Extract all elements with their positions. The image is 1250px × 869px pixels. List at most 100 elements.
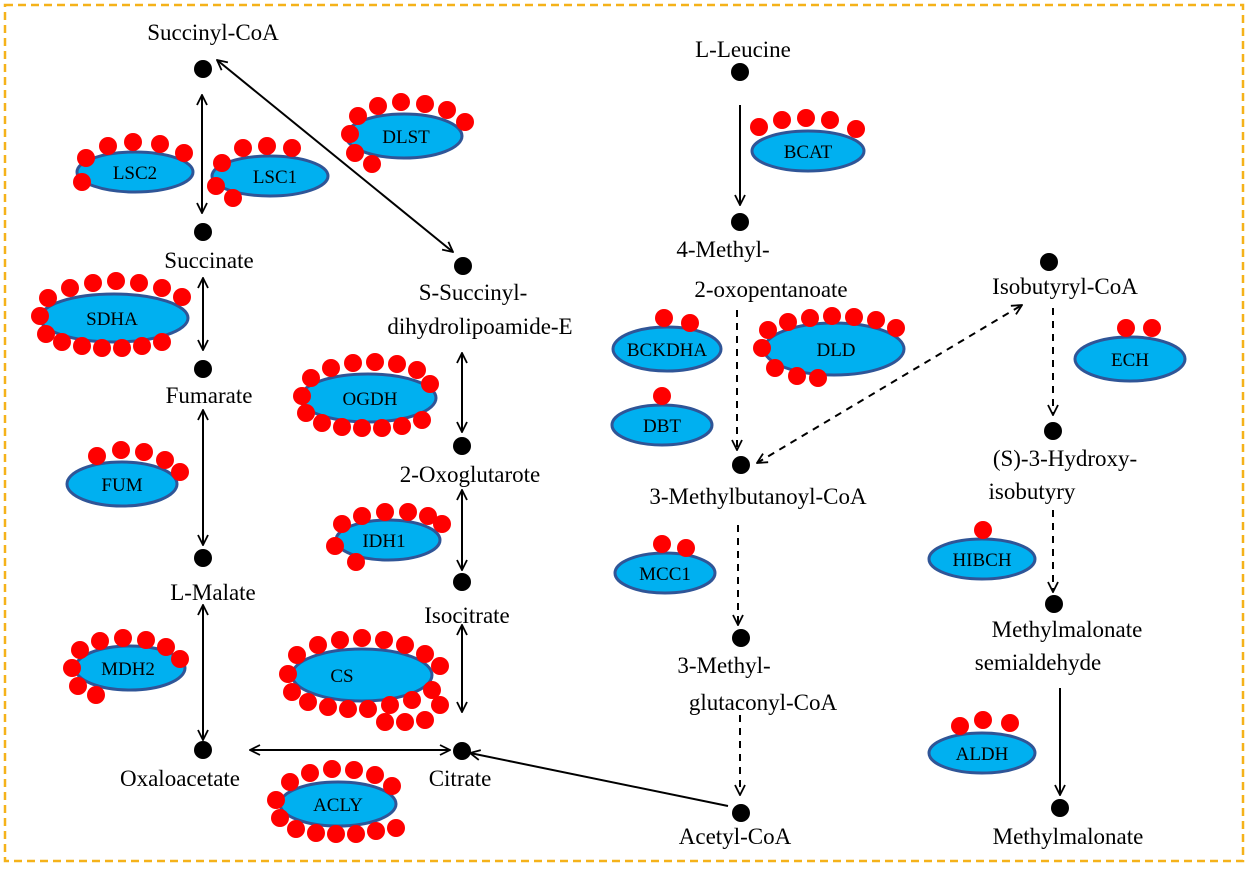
label-methyl-oxo-line2: 2-oxopentanoate	[694, 277, 847, 302]
node-methylmalonate	[1051, 799, 1069, 817]
diagram-border	[3, 3, 1245, 863]
enzyme-label-lsc2: LSC2	[113, 163, 157, 184]
enzyme-body	[75, 150, 195, 194]
enzyme-label-sdha: SDHA	[86, 309, 138, 330]
enzyme-label-bcat: BCAT	[784, 142, 833, 163]
site-dots	[88, 441, 189, 481]
label-l-malate: L-Malate	[170, 580, 256, 605]
site-dots	[63, 629, 189, 704]
node-methyl-oxo	[731, 213, 749, 231]
site-dots	[207, 137, 301, 207]
enzyme-label-bckdha: BCKDHA	[627, 340, 708, 361]
site-dots	[951, 711, 1019, 735]
enzyme-mcc1: MCC1	[613, 535, 717, 595]
enzyme-bcat: BCAT	[750, 109, 866, 173]
enzyme-label-lsc1: LSC1	[253, 167, 297, 188]
enzyme-dld: DLD	[753, 307, 906, 387]
enzyme-cs: CS	[279, 629, 449, 731]
enzyme-body	[613, 551, 717, 595]
arrow-acetylcoa-citrate	[470, 753, 729, 807]
enzyme-body	[65, 460, 179, 508]
site-dots	[753, 307, 905, 387]
node-succinate	[194, 223, 212, 241]
enzyme-bckdha: BCKDHA	[611, 309, 723, 373]
label-methyl-oxo-line1: 4-Methyl-	[676, 237, 769, 262]
label-mms-line1: Methylmalonate	[992, 617, 1143, 642]
node-hydroxy	[1044, 422, 1062, 440]
enzyme-dbt: DBT	[610, 387, 714, 447]
node-isobutyryl	[1040, 253, 1058, 271]
enzyme-body	[750, 129, 866, 173]
enzyme-lsc2: LSC2	[73, 133, 195, 194]
label-methylmalonate: Methylmalonate	[993, 824, 1144, 849]
label-s-succinyl-line1: S-Succinyl-	[419, 280, 528, 305]
enzyme-ogdh: OGDH	[293, 353, 439, 437]
enzyme-ech: ECH	[1073, 319, 1187, 383]
node-l-malate	[194, 549, 212, 567]
node-oxaloacetate	[194, 741, 212, 759]
label-succinyl-coa: Succinyl-CoA	[147, 20, 279, 45]
label-s-succinyl-line2: dihydrolipoamide-E	[387, 314, 572, 339]
enzyme-body	[611, 325, 723, 373]
label-oxoglutarate: 2-Oxoglutarote	[400, 462, 541, 487]
node-methylglut	[732, 629, 750, 647]
enzyme-acly: ACLY	[267, 760, 405, 843]
enzyme-body	[1073, 335, 1187, 383]
label-citrate: Citrate	[429, 766, 492, 791]
node-oxoglutarate	[453, 437, 471, 455]
site-dots	[750, 109, 865, 138]
site-dots	[31, 272, 191, 357]
node-fumarate	[194, 360, 212, 378]
node-mms	[1045, 595, 1063, 613]
arrow-succinylcoa-ssuccinyl	[217, 60, 453, 252]
site-dots	[653, 535, 695, 557]
label-fumarate: Fumarate	[166, 383, 253, 408]
site-dots	[293, 353, 439, 437]
enzyme-label-acly: ACLY	[313, 795, 363, 816]
node-succinyl-coa	[194, 60, 212, 78]
node-isocitrate	[453, 573, 471, 591]
metabolite-labels: Succinyl-CoA Succinate Fumarate L-Malate…	[120, 20, 1143, 849]
enzyme-label-fum: FUM	[101, 475, 142, 496]
enzyme-label-mdh2: MDH2	[101, 659, 155, 680]
enzyme-label-dld: DLD	[816, 340, 855, 361]
node-methylbutanoyl	[732, 456, 750, 474]
site-dots	[326, 503, 451, 571]
site-dots	[1117, 319, 1161, 337]
arrows	[202, 60, 1060, 807]
site-dots	[341, 93, 474, 173]
site-dots	[267, 760, 405, 843]
label-methylbutanoyl: 3-Methylbutanoyl-CoA	[649, 484, 867, 509]
site-dots	[974, 521, 992, 539]
label-methylglut-line1: 3-Methyl-	[677, 653, 770, 678]
metabolite-nodes	[194, 60, 1069, 822]
label-hydroxy-line2: isobutyry	[989, 479, 1076, 504]
enzyme-dlst: DLST	[341, 93, 474, 173]
site-dots	[73, 133, 193, 191]
site-dots	[655, 309, 699, 332]
node-citrate	[453, 742, 471, 760]
enzyme-body	[210, 154, 330, 198]
label-acetyl-coa: Acetyl-CoA	[679, 824, 792, 849]
enzyme-lsc1: LSC1	[207, 137, 330, 207]
enzyme-label-dbt: DBT	[643, 416, 681, 437]
label-hydroxy-line1: (S)-3-Hydroxy-	[993, 446, 1137, 471]
node-acetyl-coa	[732, 804, 750, 822]
enzyme-fum: FUM	[65, 441, 189, 508]
enzyme-idh1: IDH1	[326, 503, 451, 571]
enzyme-label-hibch: HIBCH	[952, 550, 1011, 571]
label-mms-line2: semialdehyde	[975, 650, 1101, 675]
enzyme-body	[927, 731, 1037, 775]
enzyme-aldh: ALDH	[927, 711, 1037, 775]
label-succinate: Succinate	[164, 248, 253, 273]
site-dots	[653, 387, 671, 405]
label-l-leucine: L-Leucine	[695, 37, 791, 62]
enzyme-label-mcc1: MCC1	[639, 564, 691, 585]
label-oxaloacetate: Oxaloacetate	[120, 766, 240, 791]
label-methylglut-line2: glutaconyl-CoA	[689, 690, 838, 715]
enzyme-label-idh1: IDH1	[362, 531, 405, 552]
enzyme-sdha: SDHA	[31, 272, 191, 357]
enzyme-label-aldh: ALDH	[956, 744, 1009, 765]
enzymes: LSC2 LSC1 DLST	[31, 93, 1187, 843]
